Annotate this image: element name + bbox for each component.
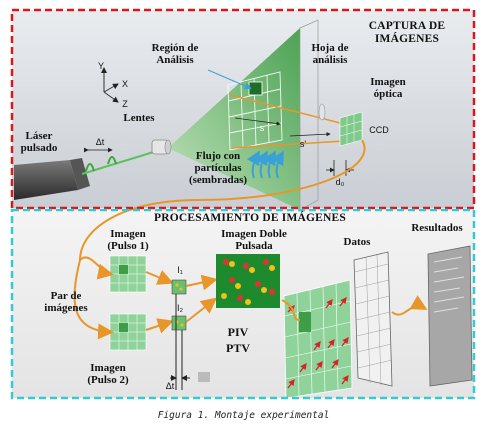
laser-label-line1: Láser [25,130,53,142]
laser-label-line2: pulsado [20,142,58,154]
optical-label-line2: óptica [373,88,403,100]
flow-label-line2: partículas [194,162,242,174]
axes-icon [101,67,119,103]
laser-beam [81,149,161,175]
optical-label-line1: Imagen [370,76,406,88]
ccd-label: CCD [369,125,389,135]
region-label-line1: Región de [151,42,199,54]
vector-field-grid [283,279,353,399]
lens-label: Lentes [123,112,155,124]
capture-title-line2: IMÁGENES [374,33,440,45]
axis-z-label: Z [122,99,128,109]
double-pulsed-image [216,254,280,308]
laser-pulses [85,156,117,172]
d0-label: d₀ [335,177,345,187]
i2-cell [171,315,187,331]
sheet-label-line1: Hoja de [311,42,349,54]
i1-label: I₁ [177,265,183,275]
analysis-region-cell [248,81,263,96]
flow-label-line1: Flujo con [195,150,241,162]
s-prime-label: s' [299,139,307,149]
optical-rays [229,94,361,149]
image-pulse1-line1: Imagen [110,228,146,240]
processing-border [10,208,476,400]
processing-title: PROCESAMIENTO DE IMÁGENES [153,212,346,224]
analysis-grid [227,71,283,151]
image-pulse1-grid [109,255,147,293]
pair-arrows [73,256,174,340]
axis-x-label: X [121,79,128,89]
double-image-line2: Pulsada [235,240,273,252]
results-document [427,245,473,387]
i1-cell [171,279,187,295]
pair-label-line2: imágenes [44,302,88,314]
axis-y-label: Y [97,61,104,71]
timing-lines [170,294,190,390]
capture-border [10,8,476,210]
sheet-label-line2: análisis [312,54,348,66]
double-image-line1: Imagen Doble [221,228,287,240]
region-label-line2: Análisis [156,54,194,66]
analysis-sheet [299,19,319,211]
image-pulse2-grid [109,313,147,351]
data-label: Datos [343,236,371,248]
results-label: Resultados [411,222,463,234]
i2-label: I₂ [177,303,183,313]
data-table [353,251,393,387]
processing-delta-t: Δt [165,381,175,391]
flow-arrows [246,150,284,179]
capture-to-processing-arrow [79,139,366,261]
image-pulse2-line1: Imagen [90,362,126,374]
laser-device [14,160,78,200]
pulse-delta-t: Δt [95,137,105,147]
optical-image-grid [339,111,363,147]
ptv-label: PTV [226,341,250,355]
capture-title-line1: CAPTURA DE [368,20,446,32]
image-pulse2-line2: (Pulso 2) [87,374,129,386]
s-label: s [259,123,265,133]
lens [151,139,172,155]
pair-label-line1: Par de [50,290,82,302]
image-pulse1-line2: (Pulso 1) [107,240,149,252]
piv-label: PIV [227,325,249,339]
figure-caption: Figura 1. Montaje experimental [157,410,330,421]
flow-label-line3: (sembradas) [188,174,248,186]
